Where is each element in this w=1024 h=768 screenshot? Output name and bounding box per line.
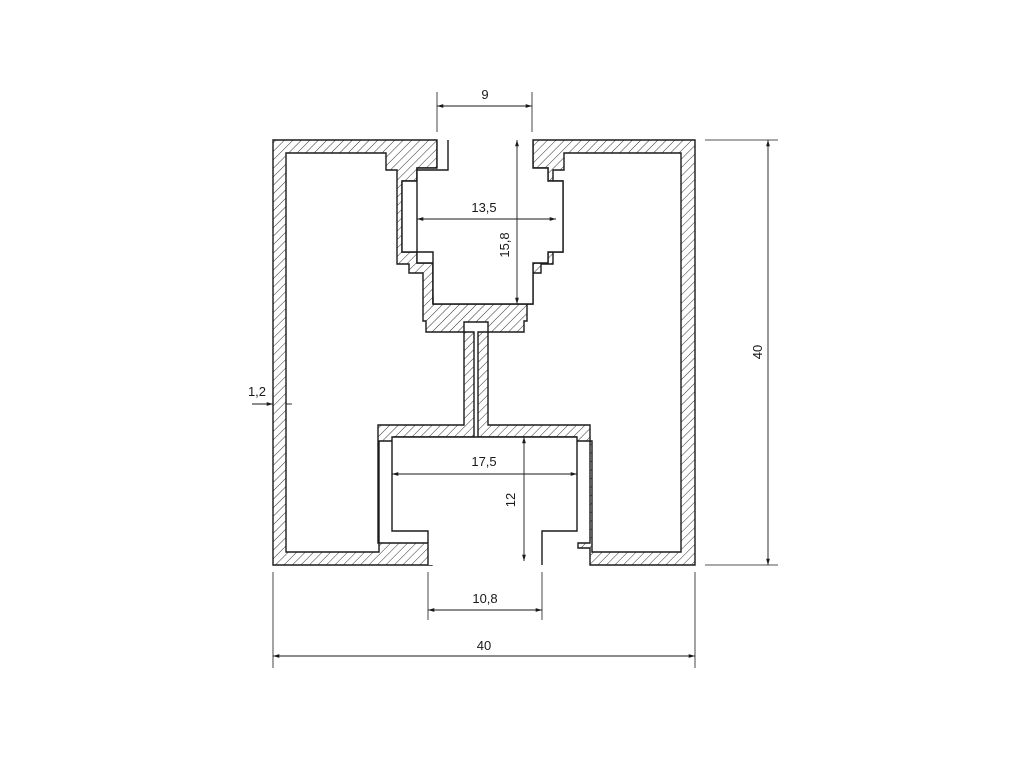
dim-overall-height-label: 40 <box>750 345 765 359</box>
dim-lower-channel-height-label: 12 <box>503 493 518 507</box>
dim-top-slot: 9 <box>436 87 533 132</box>
dim-wall-thickness: 1,2 <box>248 384 292 406</box>
dim-top-slot-label: 9 <box>481 87 488 102</box>
dim-upper-channel-depth: 15,8 <box>497 140 519 304</box>
dim-lower-channel-width-label: 17,5 <box>471 454 496 469</box>
dim-lower-channel-width: 17,5 <box>392 454 577 476</box>
dim-upper-channel-width: 13,5 <box>417 200 556 221</box>
upper-channel <box>416 140 449 304</box>
dim-upper-channel-width-label: 13,5 <box>471 200 496 215</box>
lower-channel-cavity <box>391 436 578 565</box>
dim-wall-thickness-label: 1,2 <box>248 384 266 399</box>
dim-lower-channel-height: 12 <box>503 437 526 561</box>
dim-overall-height: 40 <box>705 139 778 566</box>
dim-overall-width-label: 40 <box>477 638 491 653</box>
dim-bottom-slot-label: 10,8 <box>472 591 497 606</box>
dim-overall-width: 40 <box>272 572 696 668</box>
dim-upper-channel-depth-label: 15,8 <box>497 232 512 257</box>
dim-bottom-slot: 10,8 <box>427 572 543 620</box>
